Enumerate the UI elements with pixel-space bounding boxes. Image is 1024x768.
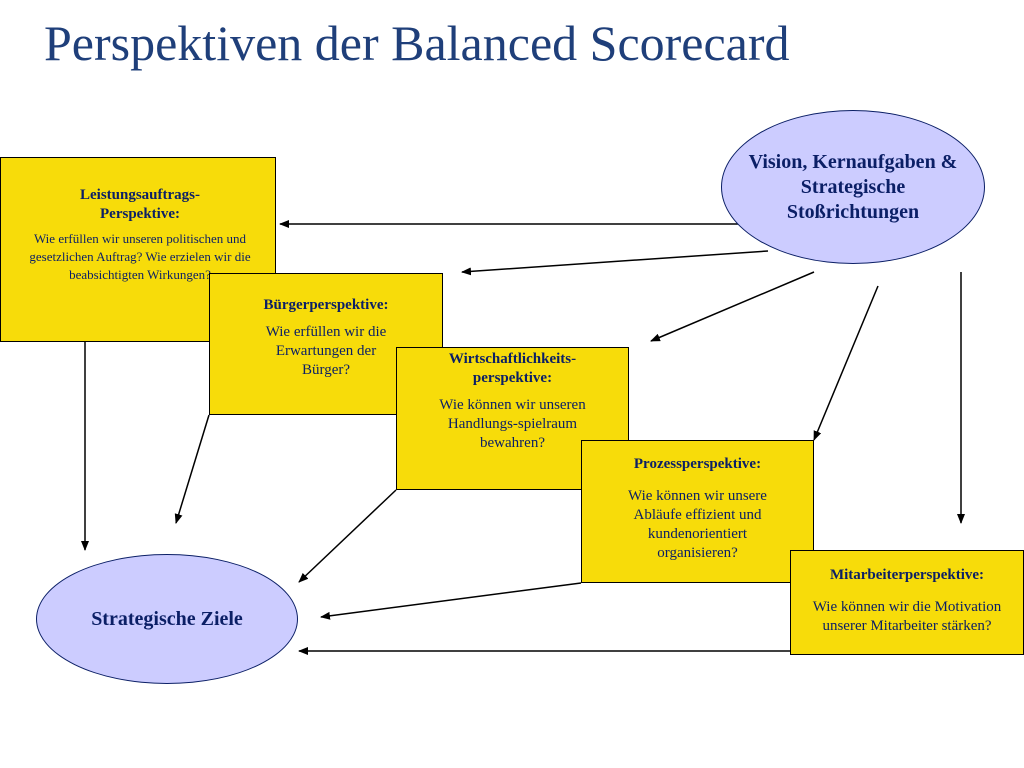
buerger-question: Wie erfüllen wir die Erwartungen der Bür… bbox=[265, 324, 387, 378]
wirtschaftlichkeit-heading: Wirtschaftlichkeits-perspektive: bbox=[448, 351, 577, 386]
leistungsauftrag-perspective-box: Leistungsauftrags-Perspektive: Wie erfül… bbox=[0, 157, 276, 342]
page-title: Perspektiven der Balanced Scorecard bbox=[44, 15, 790, 71]
arrow-vision-to-buerger bbox=[461, 250, 769, 276]
prozess-heading: Prozessperspektive: bbox=[633, 456, 762, 472]
strategische-ziele-label: Strategische Ziele bbox=[91, 607, 243, 630]
mitarbeiter-heading: Mitarbeiterperspektive: bbox=[829, 567, 985, 583]
arrow-vision-to-wirtschaft bbox=[650, 271, 815, 342]
leistungsauftrag-heading: Leistungsauftrags-Perspektive: bbox=[79, 187, 200, 222]
prozess-question: Wie können wir unsere Abläufe effizient … bbox=[628, 488, 767, 561]
prozess-perspective-box: Prozessperspektive: Wie können wir unser… bbox=[581, 440, 814, 583]
mitarbeiter-perspective-box: Mitarbeiterperspektive: Wie können wir d… bbox=[790, 550, 1024, 655]
wirtschaftlichkeit-question: Wie können wir unseren Handlungs-spielra… bbox=[439, 397, 586, 451]
arrow-prozess-to-ziele bbox=[320, 582, 582, 620]
leistungsauftrag-question: Wie erfüllen wir unseren politischen und… bbox=[29, 231, 251, 282]
mitarbeiter-question: Wie können wir die Motivation unserer Mi… bbox=[812, 599, 1002, 634]
vision-label: Vision, Kernaufgaben & Strategische Stoß… bbox=[748, 150, 958, 223]
arrow-buerger-to-ziele bbox=[174, 414, 210, 524]
arrow-vision-to-prozess bbox=[813, 285, 879, 441]
strategische-ziele-ellipse: Strategische Ziele bbox=[36, 554, 298, 684]
vision-ellipse: Vision, Kernaufgaben & Strategische Stoß… bbox=[721, 110, 985, 264]
arrow-wirtschaft-to-ziele bbox=[298, 489, 397, 583]
buerger-heading: Bürgerperspektive: bbox=[263, 297, 389, 313]
